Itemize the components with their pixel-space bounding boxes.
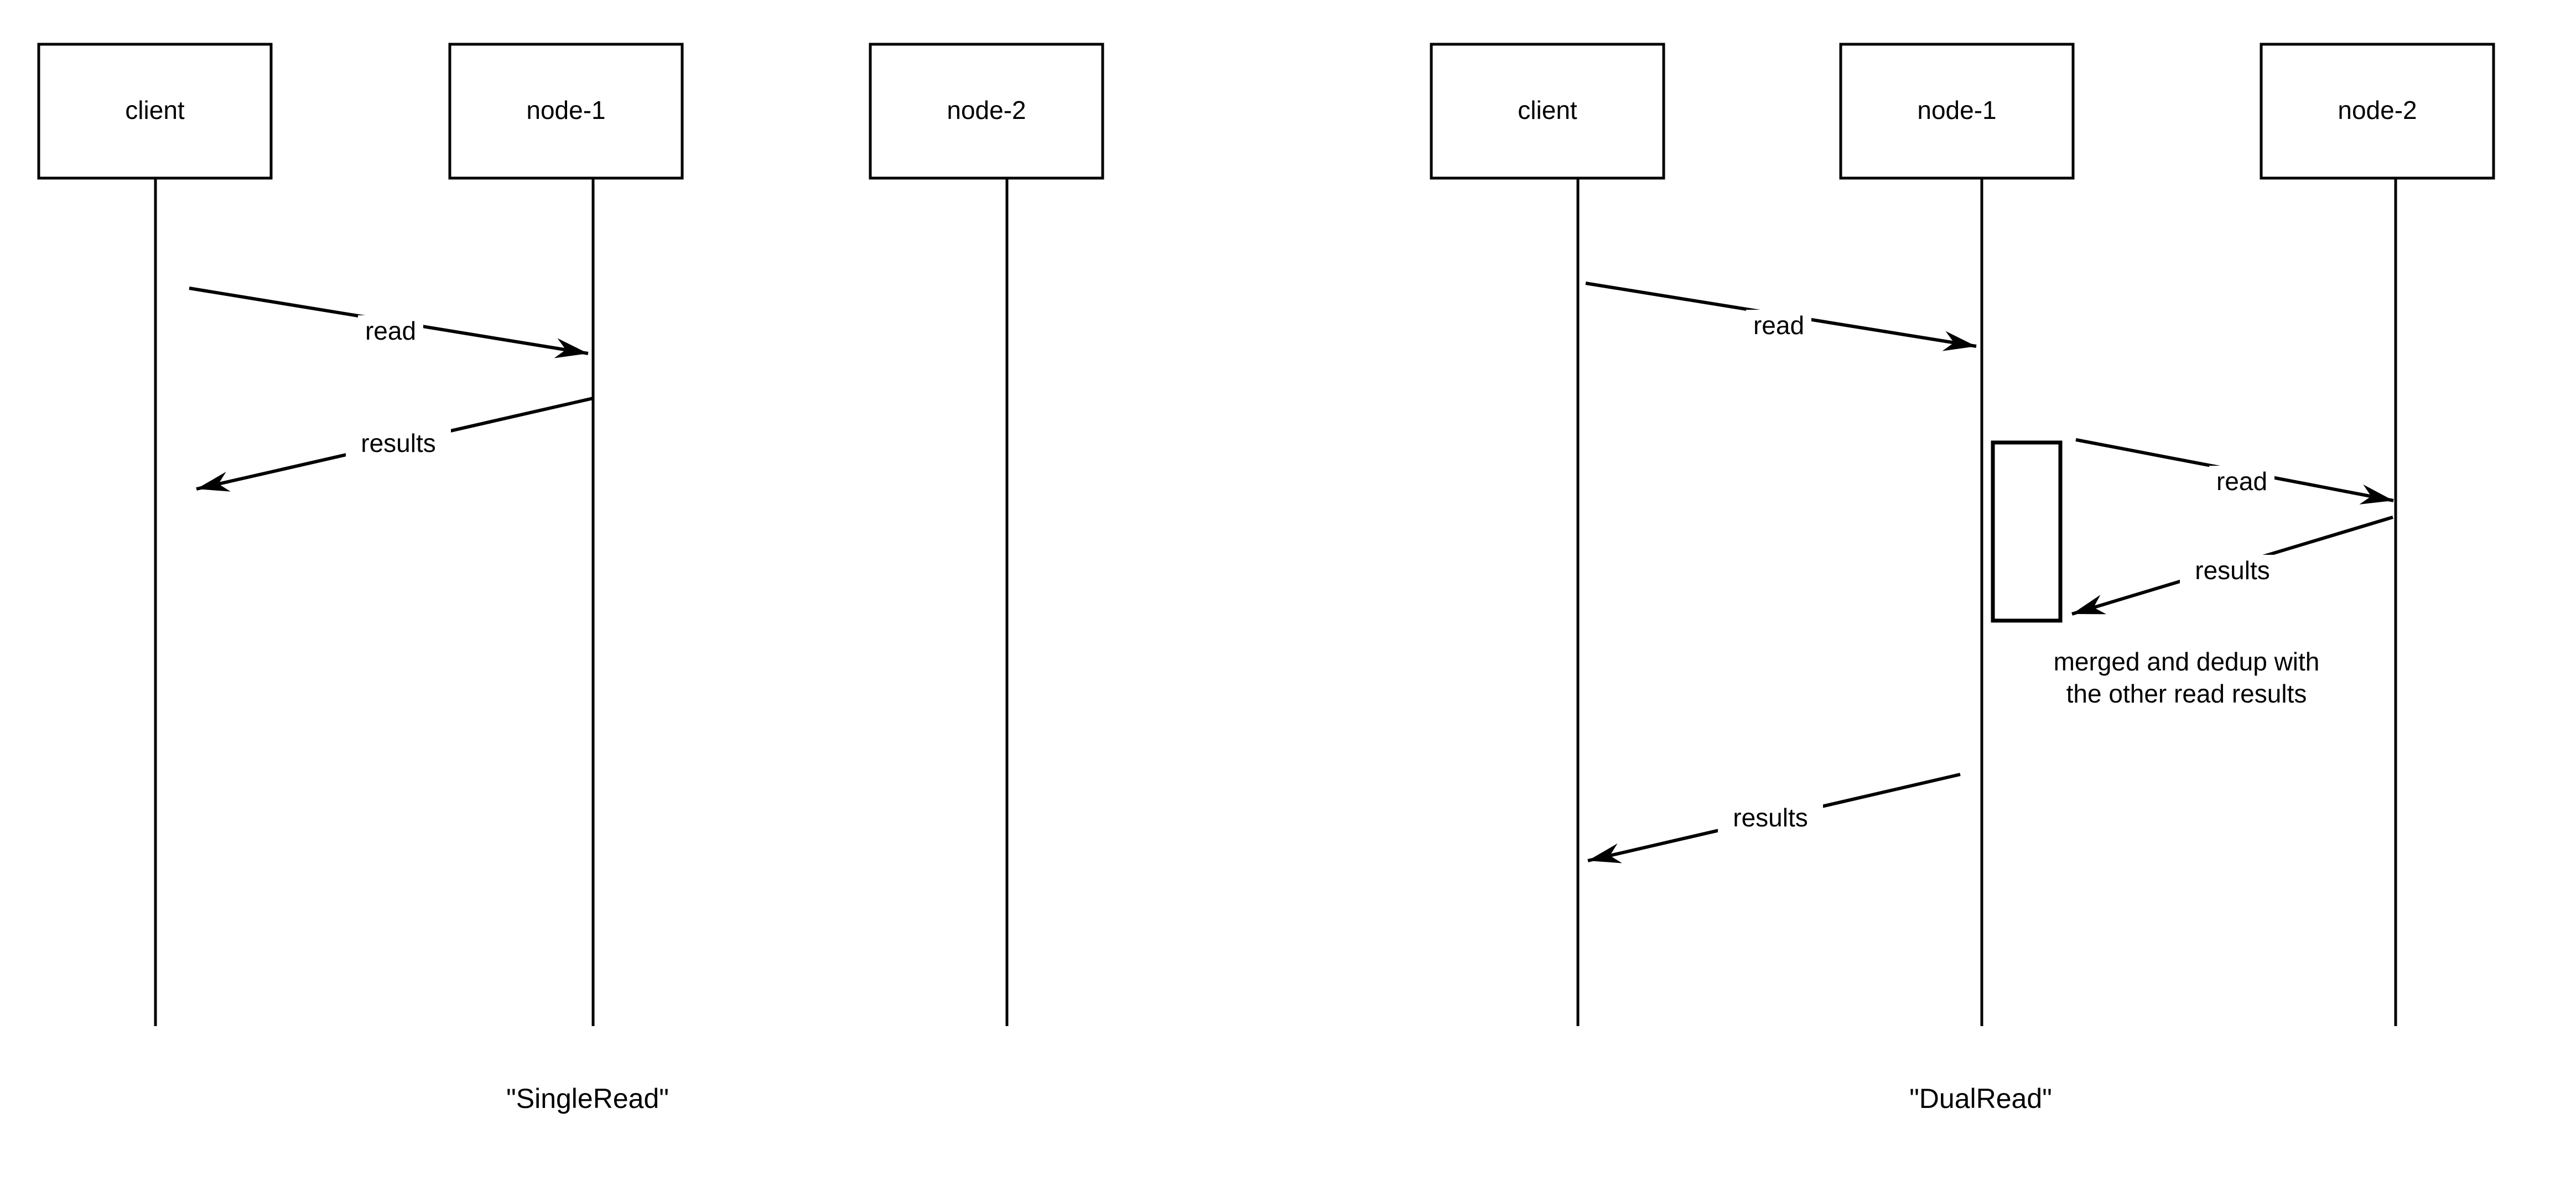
- message-label: results: [361, 429, 435, 457]
- message-dual-read-client-request: read: [1585, 282, 1977, 351]
- participant-box-node-2[interactable]: [869, 43, 1104, 180]
- participant-label-node-2: node-2: [2338, 96, 2417, 124]
- participant-box-client[interactable]: [37, 43, 273, 180]
- note-line: the other read results: [2066, 679, 2307, 708]
- message-label-backing: [2180, 555, 2285, 588]
- activation-bar: [1991, 440, 2063, 623]
- participant-label-client: client: [1518, 96, 1577, 124]
- message-label: results: [2195, 556, 2269, 585]
- message-arrowhead: [196, 471, 231, 492]
- message-label: results: [1733, 803, 1808, 832]
- message-label: read: [1753, 311, 1804, 340]
- message-single-read-request: read: [189, 287, 589, 358]
- sequence-diagram-dual-read: client node-1 node-2 read read results results…: [1430, 43, 2495, 1114]
- message-label-backing: [2209, 466, 2274, 499]
- message-dual-read-client-response: results: [1587, 773, 1961, 863]
- message-dual-read-node2-response: results: [2071, 516, 2393, 616]
- participant-box-node-1[interactable]: [1839, 43, 2075, 180]
- participant-label-node-1: node-1: [1917, 96, 1996, 124]
- message-label-backing: [1718, 802, 1823, 835]
- message-dual-read-node2-request: read: [2075, 438, 2394, 504]
- message-label-backing: [1746, 310, 1811, 343]
- participant-label-node-1: node-1: [526, 96, 605, 124]
- participant-node-1[interactable]: node-1: [448, 43, 684, 1026]
- note-line: merged and dedup with: [2054, 647, 2320, 676]
- message-label-backing: [358, 315, 423, 348]
- message-arrowhead: [1588, 843, 1622, 863]
- participant-node-2[interactable]: node-2: [2260, 43, 2495, 1026]
- message-single-read-response: results: [196, 397, 594, 492]
- participant-label-client: client: [125, 96, 185, 124]
- message-arrowhead: [2072, 595, 2106, 615]
- diagram-caption-dual-read: "DualRead": [1909, 1083, 2052, 1114]
- message-label: read: [365, 316, 416, 345]
- participant-label-node-2: node-2: [947, 96, 1026, 124]
- participant-client[interactable]: client: [1430, 43, 1665, 1026]
- note-merge-note: merged and dedup with the other read resu…: [2054, 647, 2320, 708]
- message-arrowhead: [1942, 331, 1976, 351]
- participant-box-node-2[interactable]: [2260, 43, 2495, 180]
- diagram-caption-single-read: "SingleRead": [506, 1083, 669, 1114]
- participant-box-client[interactable]: [1430, 43, 1665, 180]
- participant-client[interactable]: client: [37, 43, 273, 1026]
- sequence-diagram-single-read: client node-1 node-2 read results "SingleRead…: [37, 43, 1104, 1114]
- message-label-backing: [346, 428, 451, 461]
- participant-box-node-1[interactable]: [448, 43, 684, 180]
- message-arrowhead: [2359, 484, 2393, 504]
- message-arrowhead: [554, 338, 588, 358]
- message-label: read: [2216, 467, 2267, 496]
- participant-node-1[interactable]: node-1: [1839, 43, 2075, 1026]
- participant-node-2[interactable]: node-2: [869, 43, 1104, 1026]
